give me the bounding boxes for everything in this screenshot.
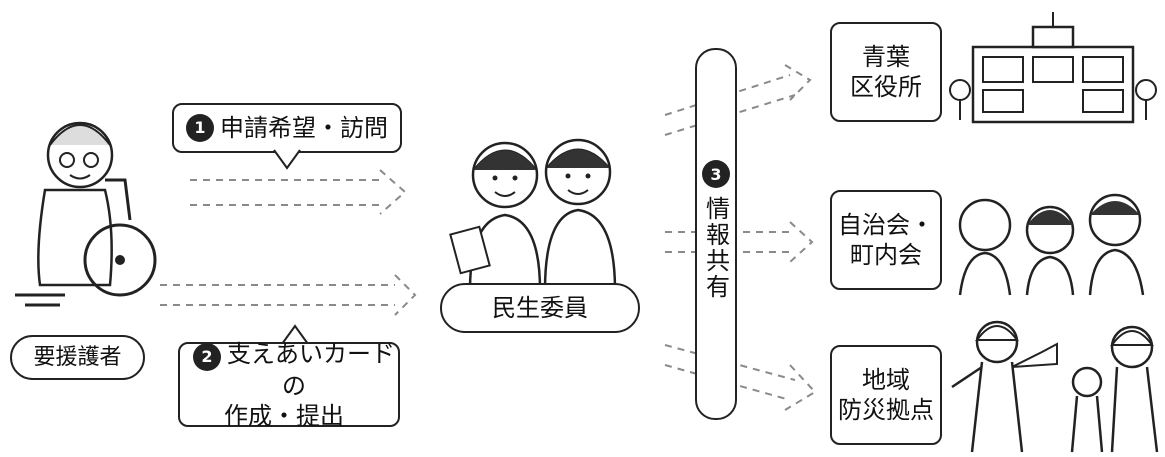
info-share-bar: 3 情報共有 <box>695 48 737 420</box>
arrow-card-submit <box>160 274 417 316</box>
residents-assoc-line1: 自治会・ <box>838 211 934 239</box>
ward-office-line1: 青葉 <box>862 43 910 71</box>
person-label-text: 要援護者 <box>33 344 122 370</box>
arrow-to-ward-office <box>664 64 812 136</box>
ward-office-box: 青葉 区役所 <box>830 22 942 122</box>
residents-assoc-line2: 町内会 <box>850 241 922 269</box>
disaster-base-box: 地域 防災拠点 <box>830 345 942 445</box>
person-label: 要援護者 <box>10 335 145 380</box>
step-number-badge: 3 <box>702 160 730 188</box>
ward-office-building-icon <box>949 12 1157 124</box>
disaster-base-line1: 地域 <box>862 366 910 394</box>
step-number-badge: 2 <box>193 342 221 371</box>
elderly-wheelchair-icon <box>15 121 157 307</box>
step-number-badge: 1 <box>186 114 214 142</box>
bubble-request-visit: 1 申請希望・訪問 <box>172 103 402 153</box>
arrow-to-residents-assoc <box>665 221 814 263</box>
residents-icon <box>958 193 1145 296</box>
info-share-text: 情報共有 <box>701 196 730 300</box>
disaster-drill-icon <box>951 320 1159 453</box>
ward-office-line2: 区役所 <box>850 73 922 101</box>
welfare-commissioner-label: 民生委員 <box>440 283 640 333</box>
bubble-tail <box>273 149 301 170</box>
welfare-commissioner-label-text: 民生委員 <box>492 294 588 322</box>
residents-assoc-box: 自治会・ 町内会 <box>830 190 942 290</box>
bubble-card-line1-text: 支えあいカードの <box>227 339 395 400</box>
welfare-commissioners-icon <box>449 138 617 291</box>
disaster-base-line2: 防災拠点 <box>838 396 934 424</box>
arrow-to-disaster-base <box>664 344 817 411</box>
bubble-request-visit-text: 申請希望・訪問 <box>220 114 388 142</box>
bubble-tail <box>281 324 309 345</box>
bubble-card-line2: 作成・提出 <box>224 401 344 430</box>
arrow-visit <box>190 169 407 215</box>
